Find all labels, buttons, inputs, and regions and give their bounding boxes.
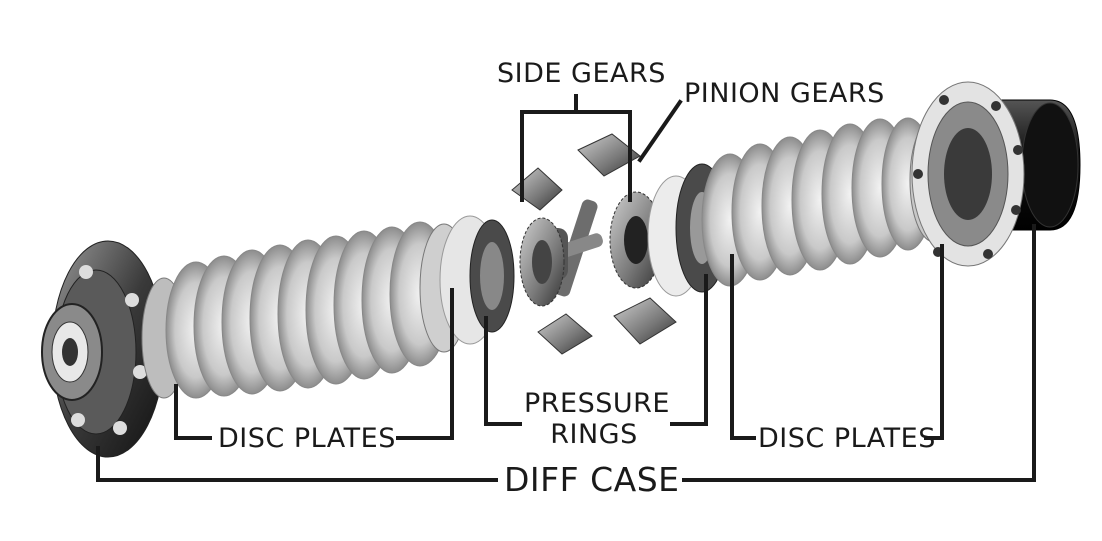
side-gears-label: SIDE GEARS (497, 58, 666, 89)
disc-plates-right-leader (730, 254, 756, 440)
disc-plates-left-leader-right (396, 288, 454, 440)
pressure-rings-leader-left (484, 316, 522, 426)
pressure-rings-label-line2: RINGS (550, 419, 638, 450)
pressure-ring-left (439, 215, 515, 345)
pressure-rings-label-line1: PRESSURE (524, 388, 670, 419)
disc-plates-right-label: DISC PLATES (758, 423, 936, 454)
pressure-rings-leader-right (670, 274, 708, 426)
diff-case-label: DIFF CASE (504, 460, 680, 499)
pinion-gear-top-left (511, 167, 563, 211)
disc-plates-left-label: DISC PLATES (218, 423, 396, 454)
pinion-gear-bottom-right (613, 297, 677, 345)
pinion-gears-label: PINION GEARS (684, 78, 885, 109)
pinion-gear-top-right (577, 133, 641, 177)
diff-case-leader-right (682, 224, 1036, 482)
pinion-gear-bottom-left (537, 313, 593, 355)
disc-plates-left-leader (174, 384, 212, 440)
disc-plates-left-stack (141, 221, 469, 399)
diff-case-left-half (41, 240, 165, 458)
diff-case-leader-left (96, 446, 498, 482)
disc-plates-right-leader-right (924, 244, 944, 440)
side-gear-right (609, 191, 663, 289)
side-gear-left (519, 217, 565, 307)
pinion-gears-leader (637, 99, 683, 163)
diff-case-right-half (911, 81, 1081, 267)
pressure-rings-label: PRESSURE RINGS (524, 388, 670, 450)
